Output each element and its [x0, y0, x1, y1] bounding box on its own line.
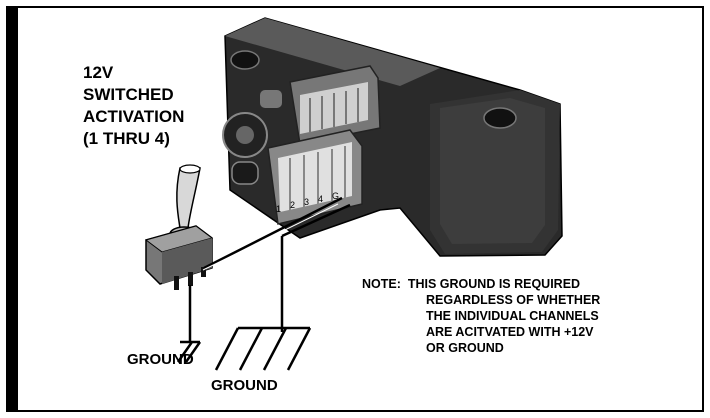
- activation-wire: [203, 196, 343, 270]
- module-ground-wire: [280, 203, 351, 332]
- note-line: OR GROUND: [426, 341, 504, 355]
- activation-line: 12V: [83, 63, 114, 82]
- note-line: THE INDIVIDUAL CHANNELS: [426, 309, 599, 323]
- pin-label: 3: [304, 197, 309, 207]
- switch-ground-label: GROUND: [127, 351, 194, 368]
- activation-line: ACTIVATION: [83, 107, 185, 126]
- module-ground-label: GROUND: [211, 377, 278, 394]
- note-line: THIS GROUND IS REQUIRED: [407, 277, 581, 291]
- ground-note: NOTE: THIS GROUND IS REQUIRED REGARDLESS…: [362, 276, 600, 356]
- toggle-lever: [176, 167, 201, 229]
- ground-symbol: [214, 326, 312, 371]
- pin-label: G: [332, 191, 339, 201]
- pin-label: 1: [276, 204, 281, 214]
- mounting-hole: [230, 50, 260, 70]
- note-heading: NOTE:: [362, 277, 401, 291]
- switch-module: 1 2 3 4 G: [222, 17, 563, 257]
- ground-symbol: [176, 340, 202, 363]
- wiring: [188, 196, 351, 342]
- pin-label: 4: [318, 194, 323, 204]
- activation-line: (1 THRU 4): [83, 129, 170, 148]
- activation-line: SWITCHED: [83, 85, 174, 104]
- note-line: ARE ACITVATED WITH +12V: [426, 325, 594, 339]
- activation-label: 12V SWITCHED ACTIVATION (1 THRU 4): [83, 62, 184, 150]
- toggle-switch: [144, 164, 214, 290]
- note-line: REGARDLESS OF WHETHER: [426, 293, 601, 307]
- pin-label: 2: [290, 200, 295, 210]
- wire-highlight: [202, 203, 339, 271]
- mounting-hole: [483, 107, 517, 129]
